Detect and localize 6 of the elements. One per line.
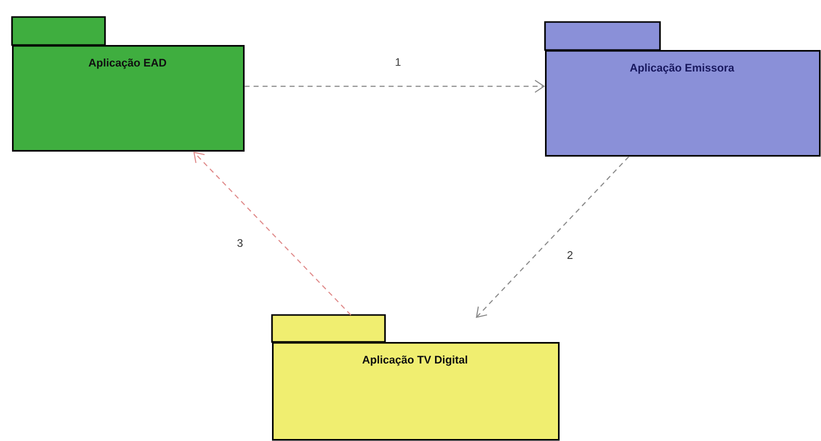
dependency-arrow xyxy=(244,80,545,93)
dependency-arrow xyxy=(193,152,352,316)
package-box: Aplicação Emissora xyxy=(544,21,821,157)
dependency-arrow xyxy=(476,156,630,318)
package-box: Aplicação EAD xyxy=(11,16,245,152)
package-box: Aplicação TV Digital xyxy=(271,314,560,441)
